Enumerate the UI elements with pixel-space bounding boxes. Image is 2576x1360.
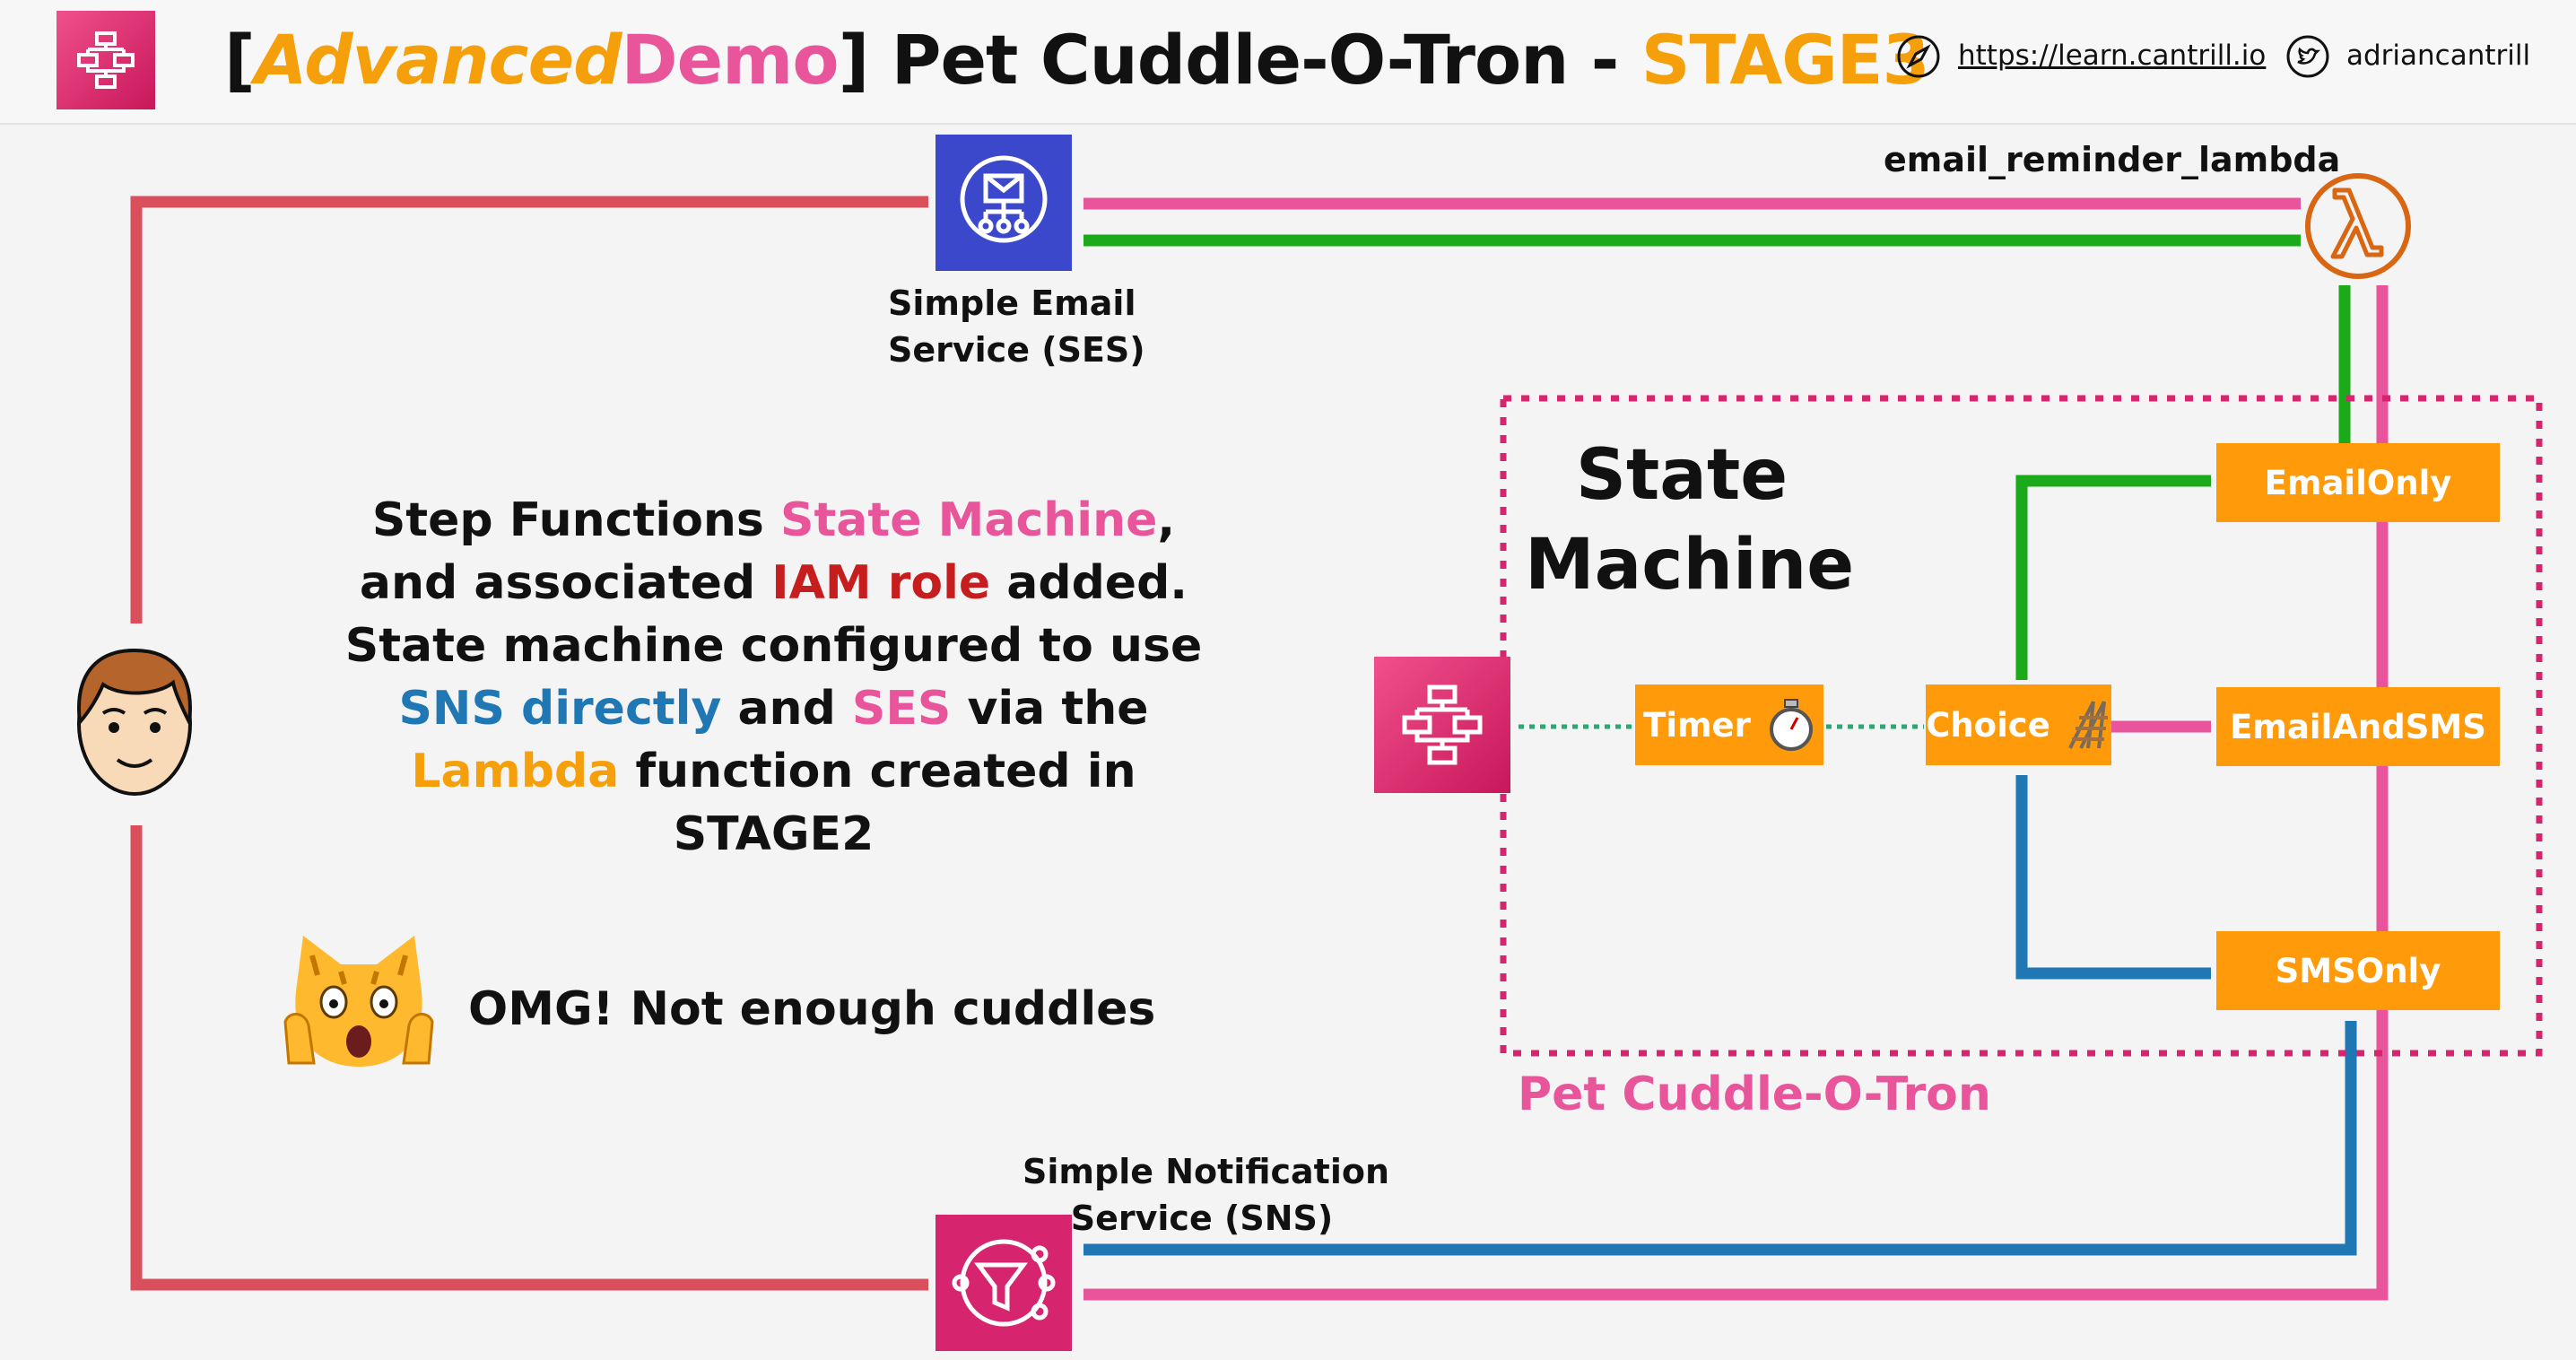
step-functions-icon xyxy=(1374,657,1510,793)
compass-icon xyxy=(1897,35,1940,78)
lambda-icon xyxy=(2305,173,2411,279)
twitter-bird-icon[interactable] xyxy=(2285,34,2330,79)
user-avatar-icon xyxy=(77,648,192,796)
site-link[interactable]: https://learn.cantrill.io xyxy=(1958,39,2267,72)
email-only-state[interactable]: EmailOnly xyxy=(2216,443,2500,522)
lambda-label: email_reminder_lambda xyxy=(1884,140,2341,179)
stage-description: Step Functions State Machine, and associ… xyxy=(344,493,1203,861)
cat-caption: OMG! Not enough cuddles xyxy=(468,982,1156,1036)
header-bar: [AdvancedDemo] Pet Cuddle-O-Tron - STAGE… xyxy=(0,0,2576,125)
step-functions-icon xyxy=(57,11,155,109)
pet-cuddle-o-tron-label: Pet Cuddle-O-Tron xyxy=(1518,1068,1991,1121)
choice-state[interactable]: Choice xyxy=(1926,684,2111,765)
stopwatch-icon xyxy=(1769,699,1813,751)
state-machine-title: State Machine xyxy=(1525,435,1855,606)
email-and-sms-state[interactable]: EmailAndSMS xyxy=(2216,687,2500,766)
railway-switch-icon xyxy=(2068,701,2108,749)
ses-icon xyxy=(936,135,1072,271)
shocked-cat-icon xyxy=(283,936,434,1067)
page-title: [AdvancedDemo] Pet Cuddle-O-Tron - STAGE… xyxy=(224,20,1929,100)
sns-icon xyxy=(936,1215,1072,1351)
sms-only-state[interactable]: SMSOnly xyxy=(2216,931,2500,1010)
twitter-handle[interactable]: adriancantrill xyxy=(2346,39,2531,72)
timer-state[interactable]: Timer xyxy=(1635,684,1823,765)
